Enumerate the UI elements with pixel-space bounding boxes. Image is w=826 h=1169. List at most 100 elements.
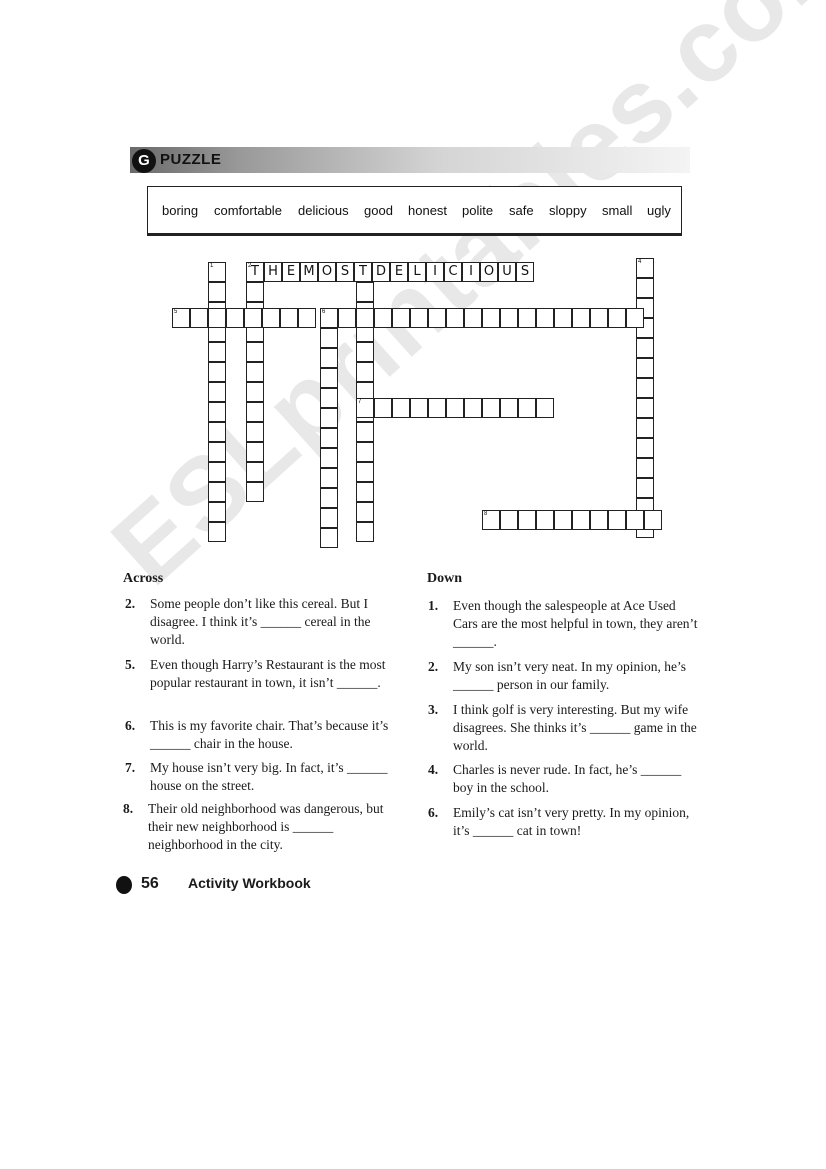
grid-cell-letter[interactable]: O <box>318 262 336 282</box>
grid-cell-letter[interactable]: U <box>498 262 516 282</box>
grid-cell[interactable] <box>246 362 264 382</box>
grid-cell[interactable] <box>208 342 226 362</box>
grid-cell[interactable] <box>392 308 410 328</box>
grid-cell[interactable] <box>644 510 662 530</box>
grid-cell[interactable] <box>464 308 482 328</box>
grid-cell[interactable] <box>636 398 654 418</box>
grid-cell[interactable] <box>636 358 654 378</box>
grid-cell[interactable] <box>320 328 338 348</box>
grid-cell[interactable] <box>320 468 338 488</box>
grid-cell[interactable] <box>500 308 518 328</box>
grid-cell[interactable] <box>320 368 338 388</box>
grid-cell[interactable] <box>590 308 608 328</box>
grid-cell[interactable] <box>208 402 226 422</box>
grid-cell[interactable] <box>320 408 338 428</box>
grid-cell[interactable] <box>208 462 226 482</box>
grid-cell[interactable] <box>262 308 280 328</box>
grid-cell[interactable] <box>208 362 226 382</box>
grid-cell[interactable] <box>190 308 208 328</box>
grid-cell[interactable] <box>482 510 500 530</box>
grid-cell[interactable] <box>518 308 536 328</box>
grid-cell[interactable] <box>246 342 264 362</box>
grid-cell[interactable] <box>208 308 226 328</box>
grid-cell[interactable] <box>446 308 464 328</box>
grid-cell[interactable] <box>356 342 374 362</box>
grid-cell[interactable] <box>518 398 536 418</box>
grid-cell[interactable] <box>208 522 226 542</box>
grid-cell[interactable] <box>208 422 226 442</box>
grid-cell[interactable] <box>320 348 338 368</box>
grid-cell[interactable] <box>392 398 410 418</box>
grid-cell[interactable] <box>356 442 374 462</box>
grid-cell[interactable] <box>500 398 518 418</box>
grid-cell[interactable] <box>338 308 356 328</box>
grid-cell[interactable] <box>636 338 654 358</box>
grid-cell[interactable] <box>572 510 590 530</box>
grid-cell[interactable] <box>536 398 554 418</box>
grid-cell[interactable] <box>636 278 654 298</box>
grid-cell[interactable] <box>410 398 428 418</box>
grid-cell[interactable] <box>226 308 244 328</box>
grid-cell[interactable] <box>572 308 590 328</box>
grid-cell[interactable] <box>356 362 374 382</box>
grid-cell[interactable] <box>208 482 226 502</box>
grid-cell[interactable] <box>482 398 500 418</box>
grid-cell[interactable] <box>246 482 264 502</box>
grid-cell[interactable] <box>246 282 264 302</box>
grid-cell[interactable] <box>536 308 554 328</box>
grid-cell-letter[interactable]: M <box>300 262 318 282</box>
grid-cell[interactable] <box>500 510 518 530</box>
grid-cell[interactable] <box>626 308 644 328</box>
grid-cell[interactable] <box>554 308 572 328</box>
grid-cell[interactable] <box>246 422 264 442</box>
grid-cell[interactable] <box>208 442 226 462</box>
grid-cell[interactable] <box>208 382 226 402</box>
grid-cell[interactable] <box>172 308 190 328</box>
grid-cell-letter[interactable]: S <box>516 262 534 282</box>
grid-cell[interactable] <box>428 398 446 418</box>
grid-cell[interactable] <box>636 258 654 278</box>
grid-cell[interactable] <box>608 308 626 328</box>
grid-cell[interactable] <box>320 428 338 448</box>
grid-cell[interactable] <box>636 378 654 398</box>
grid-cell[interactable] <box>428 308 446 328</box>
grid-cell[interactable] <box>636 478 654 498</box>
grid-cell[interactable] <box>636 458 654 478</box>
grid-cell[interactable] <box>208 502 226 522</box>
grid-cell[interactable] <box>446 398 464 418</box>
grid-cell[interactable] <box>374 308 392 328</box>
grid-cell[interactable] <box>356 282 374 302</box>
grid-cell-letter[interactable]: T <box>246 262 264 282</box>
grid-cell[interactable] <box>356 422 374 442</box>
grid-cell[interactable] <box>356 502 374 522</box>
grid-cell[interactable] <box>356 522 374 542</box>
grid-cell-letter[interactable]: L <box>408 262 426 282</box>
grid-cell[interactable] <box>246 462 264 482</box>
grid-cell[interactable] <box>246 382 264 402</box>
grid-cell[interactable] <box>518 510 536 530</box>
grid-cell[interactable] <box>356 462 374 482</box>
grid-cell[interactable] <box>244 308 262 328</box>
grid-cell[interactable] <box>554 510 572 530</box>
grid-cell-letter[interactable]: I <box>462 262 480 282</box>
grid-cell-letter[interactable]: S <box>336 262 354 282</box>
grid-cell[interactable] <box>536 510 554 530</box>
grid-cell[interactable] <box>320 308 338 328</box>
grid-cell[interactable] <box>320 388 338 408</box>
grid-cell-letter[interactable]: E <box>390 262 408 282</box>
grid-cell-letter[interactable]: O <box>480 262 498 282</box>
grid-cell[interactable] <box>208 262 226 282</box>
grid-cell-letter[interactable]: D <box>372 262 390 282</box>
grid-cell[interactable] <box>590 510 608 530</box>
grid-cell[interactable] <box>320 488 338 508</box>
grid-cell[interactable] <box>356 398 374 418</box>
grid-cell[interactable] <box>636 438 654 458</box>
grid-cell[interactable] <box>246 402 264 422</box>
grid-cell[interactable] <box>356 482 374 502</box>
grid-cell[interactable] <box>374 398 392 418</box>
grid-cell[interactable] <box>464 398 482 418</box>
grid-cell-letter[interactable]: C <box>444 262 462 282</box>
grid-cell[interactable] <box>608 510 626 530</box>
grid-cell[interactable] <box>246 442 264 462</box>
grid-cell[interactable] <box>356 308 374 328</box>
